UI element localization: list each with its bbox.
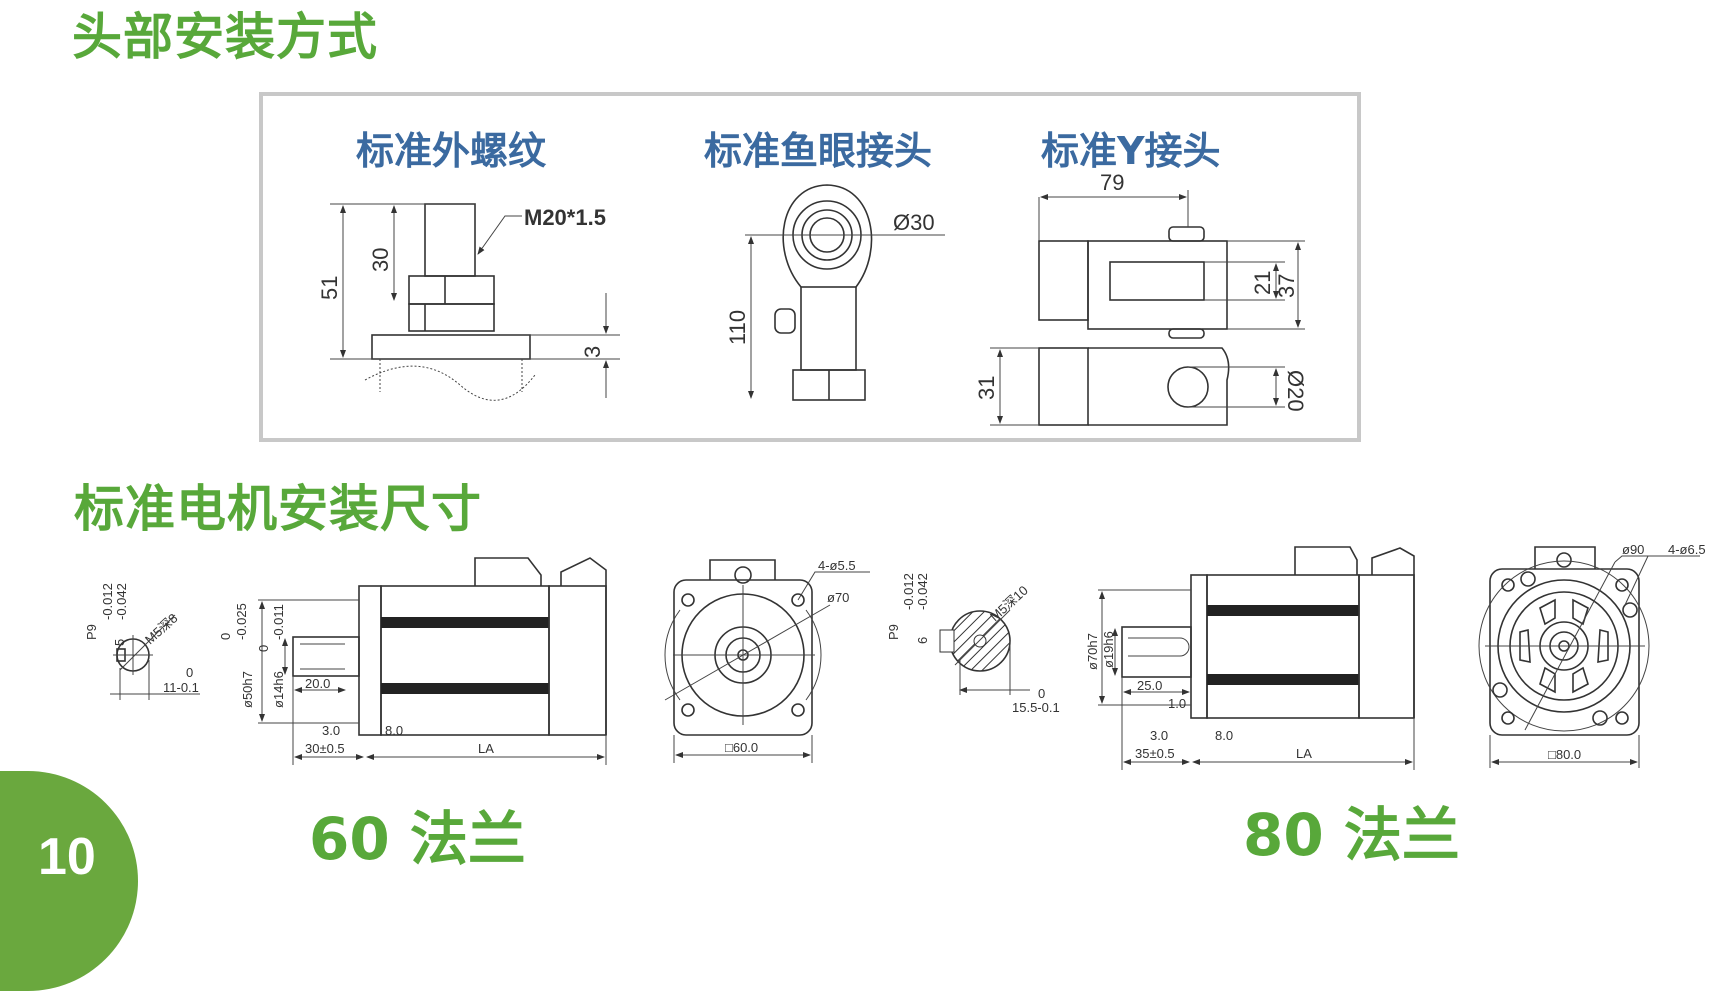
motor80-side-drawing: ø70h7 ø19h6 25.0 1.0 3.0 8.0 35±0.5 LA [1085,546,1415,770]
spigot-dia: ø70h7 [1085,633,1100,670]
motor80-shaft-end-drawing: P9 -0.012 -0.042 6 M5深10 0 15.5-0.1 [886,573,1060,715]
motor80-front-drawing: ø90 4-ø6.5 □80.0 [1478,542,1706,768]
mounting-holes: 4-ø6.5 [1668,542,1706,557]
dim-total-length: 51 [317,276,342,300]
rod-eye-drawing: 标准鱼眼接头 110 Ø30 [704,129,945,401]
shaft-dia: ø14h6 [271,671,286,708]
dim-bore: Ø30 [893,210,935,235]
key-length: 20.0 [305,676,330,691]
spigot-tol-lower: -0.025 [234,603,249,640]
clevis-title: 标准Y接头 [1041,129,1221,173]
technical-drawings: 标准外螺纹 51 30 3 M20*1.5 标准鱼眼接头 110 Ø30 标准Y… [84,92,1706,770]
flange-80-label: 80 法兰 [1243,801,1460,869]
dim-base: 3 [580,346,605,358]
section-heading-motor-dimensions: 标准电机安装尺寸 [74,480,482,538]
shaft-dia: ø19h6 [1101,631,1116,668]
section-heading-head-mounting: 头部安装方式 [72,8,378,66]
height: 11-0.1 [163,680,199,695]
dim-thickness-31: 31 [974,376,999,400]
dim-thread-length: 30 [368,248,393,272]
height-tol: 0 [1038,686,1045,701]
spigot-dia: ø50h7 [240,671,255,708]
dim-length-110: 110 [725,310,750,345]
flange-square: □60.0 [725,740,758,755]
external-thread-drawing: 标准外螺纹 51 30 3 M20*1.5 [317,129,620,401]
dim-width-37: 37 [1274,274,1299,298]
key-spec: P9 [84,624,99,640]
shaft-length: 30±0.5 [305,741,345,756]
key-tol-lower: -0.042 [915,573,930,610]
flange-square: □80.0 [1548,747,1581,762]
dim-length-79: 79 [1100,170,1124,195]
thread-depth: M5深8 [142,610,180,647]
mounting-holes: 4-ø5.5 [818,558,856,573]
key-length: 25.0 [1137,678,1162,693]
spigot-tol-upper: 0 [218,633,233,640]
external-thread-title: 标准外螺纹 [356,129,547,173]
key-spec: P9 [886,624,901,640]
dim-b: 8.0 [385,723,403,738]
clevis-drawing: 标准Y接头 79 21 37 31 Ø20 [974,129,1308,426]
flange-60-label: 60 法兰 [309,805,526,873]
dim-a: 3.0 [322,723,340,738]
shaft-tol-upper: 0 [256,645,271,652]
overall-length: LA [478,741,494,756]
shaft-tol-lower: -0.011 [271,604,286,640]
height: 15.5-0.1 [1012,700,1060,715]
height-tol: 0 [186,665,193,680]
motor60-shaft-end-drawing: P9 -0.012 -0.042 5 M5深8 0 11-0.1 [84,583,200,700]
dim-c: 1.0 [1168,696,1186,711]
key-tol-lower: -0.042 [114,583,129,620]
thread-spec: M20*1.5 [524,205,606,230]
key-width: 6 [915,637,930,644]
shaft-length: 35±0.5 [1135,746,1175,761]
motor60-side-drawing: ø50h7 0 -0.025 ø14h6 0 -0.011 20.0 3.0 8… [218,557,607,765]
dim-a: 3.0 [1150,728,1168,743]
rod-eye-title: 标准鱼眼接头 [704,129,932,173]
dim-b: 8.0 [1215,728,1233,743]
motor60-front-drawing: 4-ø5.5 ø70 □60.0 [664,558,870,763]
dim-slot-21: 21 [1250,271,1275,295]
key-tol-upper: -0.012 [100,583,115,620]
head-mounting-frame [259,92,1361,442]
page-number: 10 [38,828,96,886]
dim-pin-20: Ø20 [1283,370,1308,412]
pcd: ø70 [827,590,849,605]
key-tol-upper: -0.012 [901,573,916,610]
pcd: ø90 [1622,542,1644,557]
key-width: 5 [112,639,127,646]
thread-depth: M5深10 [987,583,1031,625]
overall-length: LA [1296,746,1312,761]
